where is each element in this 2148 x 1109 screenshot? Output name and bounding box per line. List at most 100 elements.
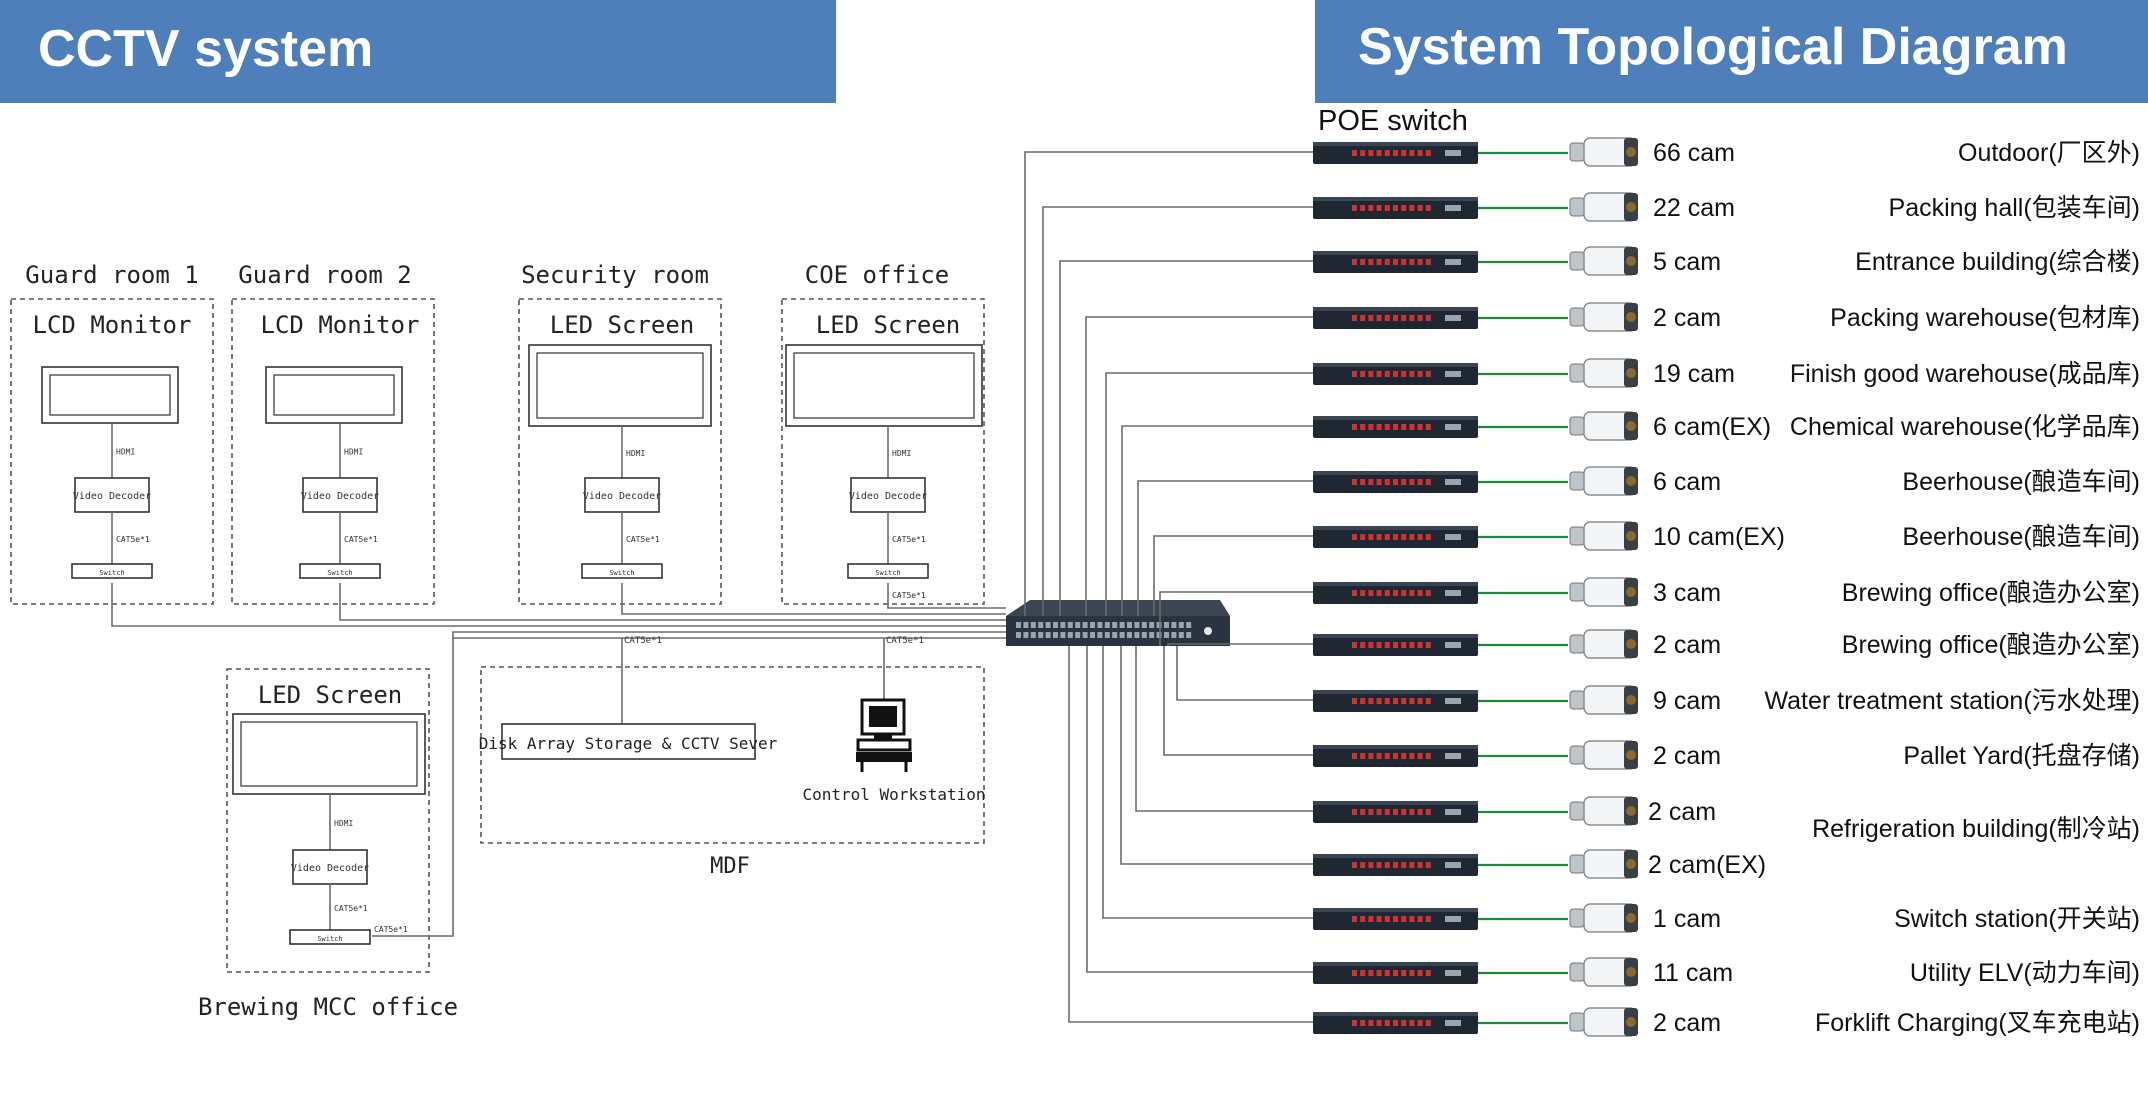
bullet-camera-icon xyxy=(1569,246,1638,276)
video-decoder-label: Video Decoder xyxy=(583,491,661,502)
camera-row: 10 cam(EX) Beerhouse(酿造车间) xyxy=(1313,521,2140,551)
fanout-wires xyxy=(1024,151,1313,1023)
storage-server-box xyxy=(501,723,756,760)
camera-location: Beerhouse(酿造车间) xyxy=(1902,468,2140,496)
camera-location: Brewing office(酿造办公室) xyxy=(1842,579,2140,607)
hdmi-label: HDMI xyxy=(344,448,363,457)
camera-location: Packing hall(包装车间) xyxy=(1889,194,2140,222)
location-refrigeration-building: Refrigeration building(制冷站) xyxy=(1812,815,2140,843)
camera-count: 6 cam xyxy=(1653,468,1721,496)
mdf-label: MDF xyxy=(710,854,750,879)
bullet-camera-icon xyxy=(1569,849,1638,879)
poe-switch-icon xyxy=(1313,471,1478,493)
camera-count: 19 cam xyxy=(1653,360,1735,388)
camera-count: 2 cam xyxy=(1653,742,1721,770)
video-decoder-label: Video Decoder xyxy=(301,491,379,502)
video-decoder-label: Video Decoder xyxy=(73,491,151,502)
camera-location: Beerhouse(酿造车间) xyxy=(1902,523,2140,551)
camera-row: 6 cam(EX) Chemical warehouse(化学品库) xyxy=(1313,411,2140,441)
poe-switch-label: POE switch xyxy=(1318,105,1468,137)
storage-server-label: Disk Array Storage & CCTV Sever xyxy=(479,734,778,753)
screen-icon xyxy=(232,713,426,795)
video-decoder-box xyxy=(302,477,378,513)
poe-switch-icon xyxy=(1313,801,1478,823)
bullet-camera-icon xyxy=(1569,302,1638,332)
poe-switch-icon xyxy=(1313,251,1478,273)
screen-icon xyxy=(528,344,712,427)
room-title: Security room xyxy=(521,261,709,289)
camera-count: 2 cam(EX) xyxy=(1648,851,1766,879)
coe-cat-out-label: CAT5e*1 xyxy=(892,591,926,600)
room-title: Brewing MCC office xyxy=(198,993,458,1021)
mdf-cat-label-1: CAT5e*1 xyxy=(624,636,662,646)
camera-location: Water treatment station(污水处理) xyxy=(1764,687,2140,715)
network-switch-label: Switch xyxy=(327,569,352,577)
poe-switch-icon xyxy=(1313,1012,1478,1034)
video-decoder-label: Video Decoder xyxy=(291,863,369,874)
camera-count: 10 cam(EX) xyxy=(1653,523,1785,551)
header-left-bar xyxy=(0,0,836,103)
room-title: Guard room 2 xyxy=(238,261,411,289)
camera-count: 11 cam xyxy=(1653,959,1733,987)
poe-switch-icon xyxy=(1313,197,1478,219)
bullet-camera-icon xyxy=(1569,740,1638,770)
camera-count: 2 cam xyxy=(1648,798,1716,826)
network-switch-label: Switch xyxy=(609,569,634,577)
room-title: COE office xyxy=(805,261,950,289)
camera-row: 19 cam Finish good warehouse(成品库) xyxy=(1313,358,2140,388)
camera-row: 3 cam Brewing office(酿造办公室) xyxy=(1313,577,2140,607)
hdmi-label: HDMI xyxy=(892,449,911,458)
display-label: LED Screen xyxy=(550,311,695,339)
screen-icon xyxy=(41,366,179,424)
bullet-camera-icon xyxy=(1569,685,1638,715)
poe-switch-icon xyxy=(1313,745,1478,767)
poe-switch-icon xyxy=(1313,690,1478,712)
bullet-camera-icon xyxy=(1569,521,1638,551)
poe-switch-icon xyxy=(1313,962,1478,984)
camera-location: Chemical warehouse(化学品库) xyxy=(1790,413,2140,441)
network-switch-box xyxy=(581,563,663,579)
bullet-camera-icon xyxy=(1569,903,1638,933)
video-decoder-box xyxy=(74,477,150,513)
poe-switch-icon xyxy=(1313,634,1478,656)
camera-count: 2 cam xyxy=(1653,631,1721,659)
cat-label: CAT5e*1 xyxy=(116,535,150,544)
poe-switch-icon xyxy=(1313,582,1478,604)
network-switch-label: Switch xyxy=(875,569,900,577)
display-label: LED Screen xyxy=(816,311,961,339)
poe-switch-icon xyxy=(1313,854,1478,876)
camera-location: Switch station(开关站) xyxy=(1894,905,2140,933)
camera-location: Finish good warehouse(成品库) xyxy=(1790,360,2140,388)
camera-count: 6 cam(EX) xyxy=(1653,413,1771,441)
camera-location: Entrance building(综合楼) xyxy=(1855,248,2140,276)
camera-location: Outdoor(厂区外) xyxy=(1958,139,2140,167)
camera-count: 1 cam xyxy=(1653,905,1721,933)
cat-label: CAT5e*1 xyxy=(892,535,926,544)
hdmi-label: HDMI xyxy=(116,448,135,457)
camera-count: 3 cam xyxy=(1653,579,1721,607)
camera-location: Forklift Charging(叉车充电站) xyxy=(1815,1009,2140,1037)
camera-row: 2 cam xyxy=(1313,796,1716,826)
header-right-bar xyxy=(1315,0,2148,103)
mdf-area: MDF CAT5e*1 CAT5e*1 Disk Array Storage &… xyxy=(479,636,986,879)
bullet-camera-icon xyxy=(1569,137,1638,167)
bullet-camera-icon xyxy=(1569,411,1638,441)
header-left-title: CCTV system xyxy=(38,20,373,78)
display-label: LCD Monitor xyxy=(33,311,192,339)
brewing-cat-out-label: CAT5e*1 xyxy=(374,925,408,934)
camera-row: 2 cam(EX) xyxy=(1313,849,1766,879)
cat-label: CAT5e*1 xyxy=(334,904,368,913)
camera-location: Pallet Yard(托盘存储) xyxy=(1903,742,2140,770)
bullet-camera-icon xyxy=(1569,629,1638,659)
